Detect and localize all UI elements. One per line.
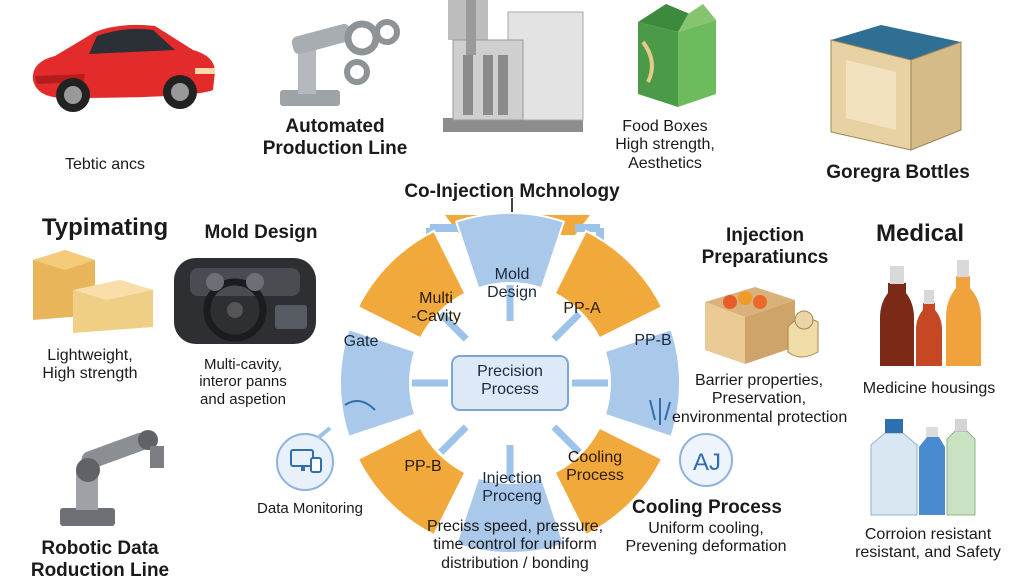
monitor-icon (276, 433, 334, 491)
injection-prep-caption: Barrier properties,Preservation,environm… (672, 372, 848, 426)
open-box-food-image (705, 287, 819, 364)
left-top-caption: Tebtic ancs (64, 156, 146, 173)
open-box-image (830, 25, 962, 151)
ring-segment (356, 229, 467, 340)
spoke-arrow (551, 424, 582, 455)
robotic-arm-image (60, 430, 164, 526)
ring-segment (553, 426, 664, 537)
medical-caption-1: Medicine housings (862, 380, 996, 397)
aj-icon: A J (679, 433, 733, 487)
svg-text:A: A (693, 449, 709, 476)
segment-label-pp-b-right: PP-B (634, 332, 672, 349)
ring-segment (356, 426, 467, 537)
hub-box (451, 355, 569, 411)
segment-label-pp-a: PP-A (563, 300, 601, 317)
beverage-bottles-image (880, 260, 981, 366)
spoke-arrow (551, 311, 582, 342)
left-caption: Lightweight,High strength (42, 347, 138, 383)
segment-label-multi-cavity: Multi-Cavity (411, 290, 461, 326)
spoke-arrow (438, 311, 469, 342)
gate-arrow-icon (344, 400, 376, 411)
center-title: Co-Injection Mchnology (404, 181, 620, 202)
ring-segment (553, 229, 664, 340)
food-boxes-image (33, 250, 153, 333)
mold-design-title: Mold Design (204, 222, 318, 243)
medical-title: Medical (875, 220, 965, 247)
ring-segment (339, 327, 417, 439)
goregra-title: Goregra Bottles (826, 162, 970, 183)
spoke-arrow (438, 424, 469, 455)
segment-label-pp-b-left: PP-B (404, 458, 442, 475)
cooling-title: Cooling Process (632, 497, 782, 518)
ring-segment (454, 476, 566, 554)
injection-machine-image (443, 0, 584, 132)
ring-segment (454, 212, 566, 290)
water-bottles-image (870, 419, 976, 516)
data-monitoring-title: Data Monitoring (257, 500, 363, 517)
green-box-image (638, 4, 716, 107)
cooling-caption: Uniform cooling,Prevening deformation (625, 520, 787, 556)
bottom-note: Preciss speed, pressure,time control for… (426, 518, 604, 572)
left-heading: Typimating (41, 214, 169, 241)
sports-car-image (32, 24, 215, 112)
svg-text:J: J (709, 449, 721, 476)
car-dashboard-image (174, 258, 316, 344)
robot-arm-parts-image (280, 19, 400, 106)
ring-segment (603, 327, 681, 439)
segment-label-gate: Gate (343, 333, 379, 350)
drip-icon (649, 398, 671, 425)
